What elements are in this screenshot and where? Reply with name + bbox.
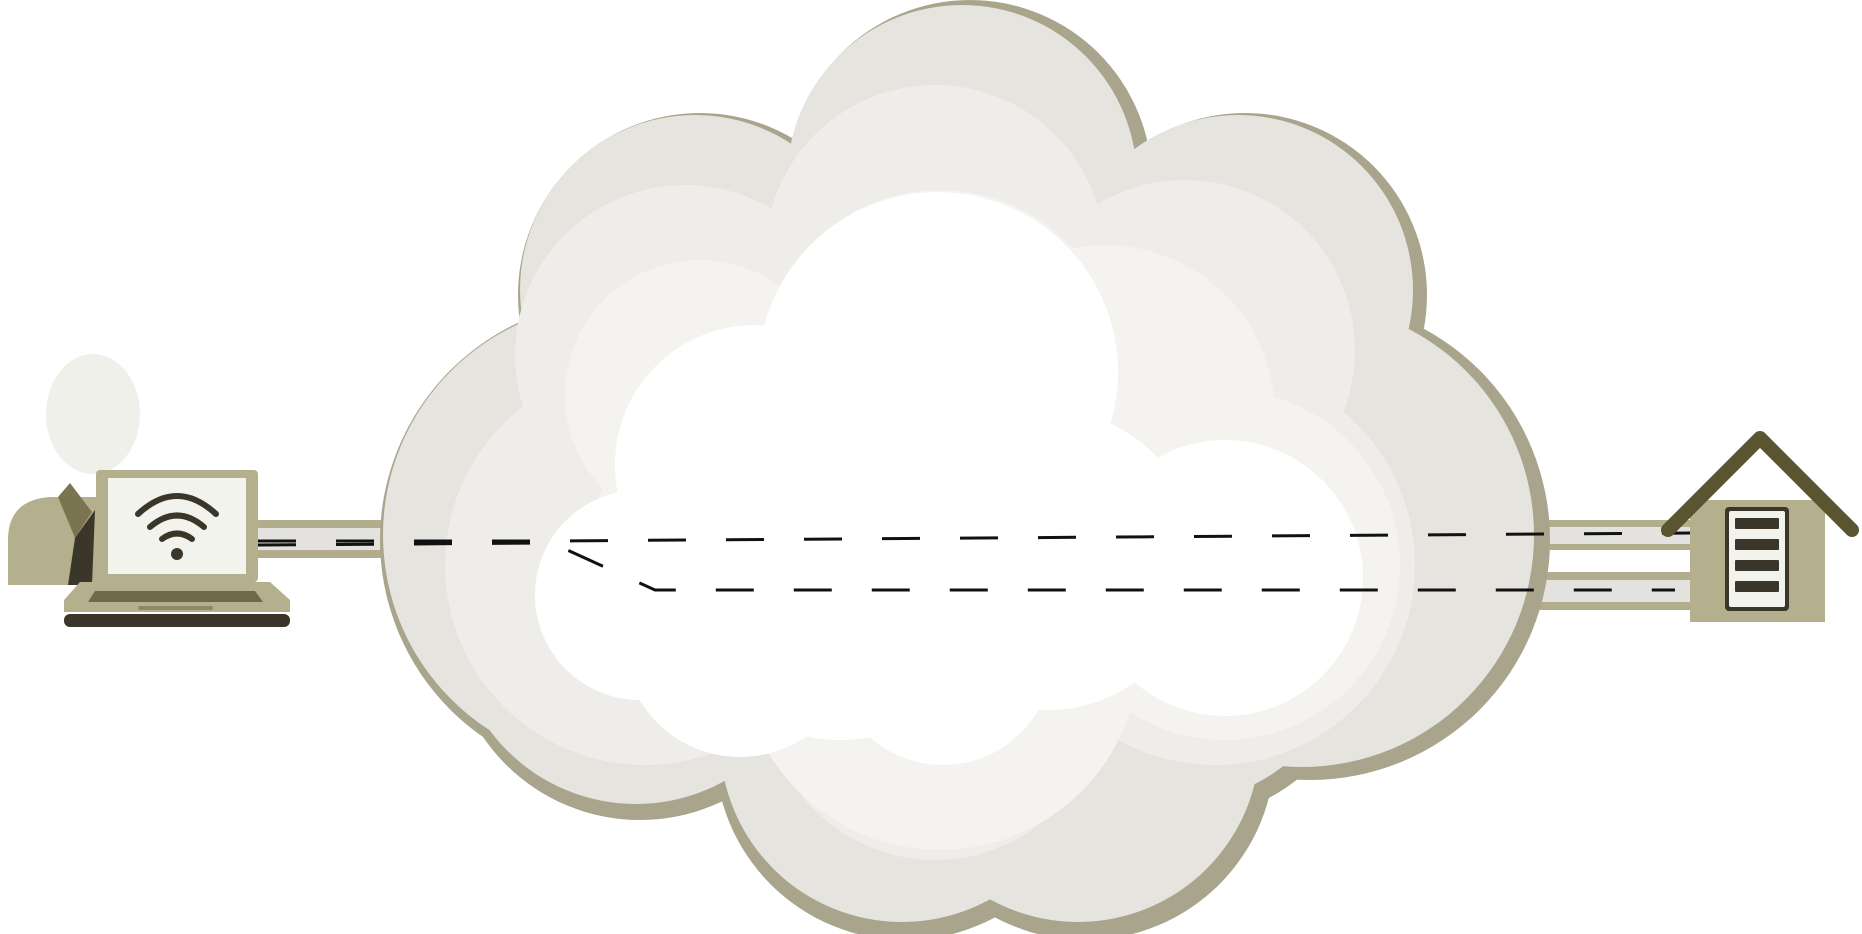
laptop-icon: [64, 470, 290, 627]
house-icon: [1668, 438, 1852, 622]
cloud-icon: [380, 0, 1550, 934]
left-pipe: [250, 520, 400, 558]
server-icon: [1725, 507, 1789, 611]
